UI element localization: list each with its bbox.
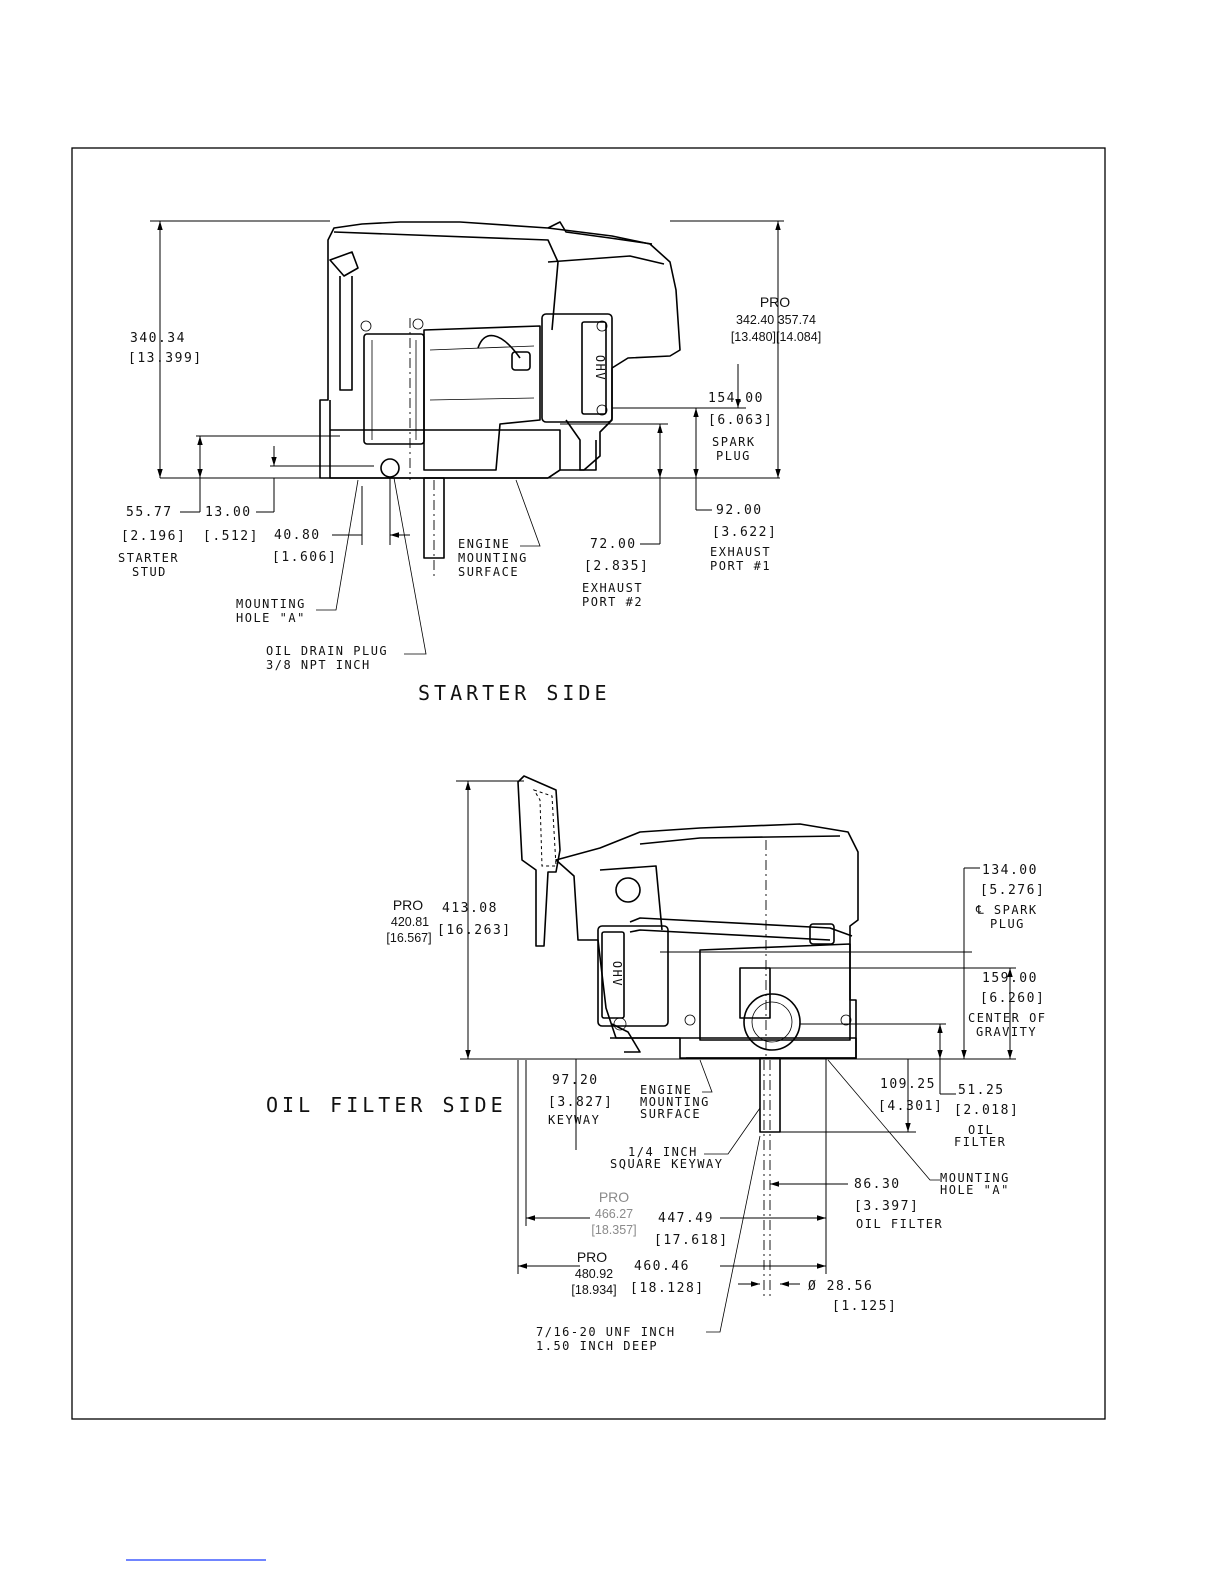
filter-thread-1: 7/16-20 UNF INCH	[536, 1325, 676, 1339]
starter-stud-dim: 55.77	[126, 505, 173, 520]
filter-spark-cl-label-1: ℄ SPARK	[975, 903, 1038, 917]
starter-spark-label-2: PLUG	[716, 449, 751, 463]
filter-overall-height-in: [16.263]	[437, 923, 512, 938]
starter-stud-label-1: STARTER	[118, 551, 179, 565]
filter-cog-dim-in: [6.260]	[980, 991, 1045, 1006]
filter-pro-width1-label: PRO	[599, 1189, 629, 1205]
starter-mount-surface-2: MOUNTING	[458, 551, 528, 565]
starter-pro-height: 342.40 357.74	[736, 313, 816, 327]
starter-drain-offset: 40.80	[274, 528, 321, 543]
filter-pro-label: PRO	[393, 897, 423, 913]
filter-cog-label-1: CENTER OF	[968, 1011, 1047, 1025]
starter-side-engine-outline: OHV	[319, 221, 681, 559]
starter-spark-height: 154.00	[708, 391, 764, 406]
starter-mount-hole-1: MOUNTING	[236, 597, 306, 611]
filter-pro-width2: 480.92	[575, 1267, 613, 1281]
filter-pro-width2-in: [18.934]	[571, 1283, 616, 1297]
filter-shaft-dia-in: [1.125]	[832, 1299, 897, 1314]
filter-mount-surface-3: SURFACE	[640, 1107, 701, 1121]
filter-x-dim-in: [3.397]	[854, 1199, 919, 1214]
filter-ohv-badge: OHV	[610, 961, 624, 987]
filter-x-label: OIL FILTER	[856, 1217, 943, 1231]
starter-overall-height: 340.34	[130, 331, 186, 346]
starter-drain-offset-in: [1.606]	[272, 550, 337, 565]
filter-width2: 460.46	[634, 1259, 690, 1274]
filter-offset-dim-in: [2.018]	[954, 1103, 1019, 1118]
filter-shaft-dia: Ø 28.56	[808, 1279, 873, 1294]
filter-spark-cl: 134.00	[982, 863, 1038, 878]
filter-square-keyway-1: 1/4 INCH	[628, 1145, 698, 1159]
starter-spark-height-in: [6.063]	[708, 413, 773, 428]
starter-mount-hole-2: HOLE "A"	[236, 611, 306, 625]
starter-spark-label-1: SPARK	[712, 435, 756, 449]
filter-keyway-dim-in: [3.827]	[548, 1095, 613, 1110]
filter-cog-label-2: GRAVITY	[976, 1025, 1037, 1039]
filter-square-keyway-2: SQUARE KEYWAY	[610, 1157, 723, 1171]
starter-drain-plug-1: OIL DRAIN PLUG	[266, 644, 388, 658]
starter-ohv-badge: OHV	[593, 355, 607, 381]
starter-stud-dim-in: [2.196]	[121, 529, 186, 544]
filter-thread-2: 1.50 INCH DEEP	[536, 1339, 658, 1353]
drawing-frame	[71, 147, 1106, 1420]
filter-overall-height: 413.08	[442, 901, 498, 916]
filter-spark-cl-label-2: PLUG	[990, 917, 1025, 931]
filter-pro-height-in: [16.567]	[386, 931, 431, 945]
filter-x-dim: 86.30	[854, 1177, 901, 1192]
starter-stud-label-2: STUD	[132, 565, 167, 579]
filter-pro-width1: 466.27	[595, 1207, 633, 1221]
starter-exhaust2-dim: 72.00	[590, 537, 637, 552]
starter-mount-offset: 13.00	[205, 505, 252, 520]
starter-mount-surface-1: ENGINE	[458, 537, 510, 551]
filter-pro-width2-label: PRO	[577, 1249, 607, 1265]
starter-overall-height-in: [13.399]	[128, 351, 203, 366]
starter-side-title: STARTER SIDE	[418, 681, 611, 705]
filter-mount-hole-1: MOUNTING	[940, 1171, 1010, 1185]
filter-width1: 447.49	[658, 1211, 714, 1226]
starter-pro-height-in: [13.480][14.084]	[731, 330, 821, 344]
filter-height-dim: 109.25	[880, 1077, 936, 1092]
filter-pro-height: 420.81	[391, 915, 429, 929]
starter-exhaust1-label-1: EXHAUST	[710, 545, 771, 559]
filter-offset-dim: 51.25	[958, 1083, 1005, 1098]
starter-side-view: OHV 340.34 [13.399] PRO	[118, 220, 821, 705]
starter-exhaust1-label-2: PORT #1	[710, 559, 771, 573]
starter-exhaust1-dim: 92.00	[716, 503, 763, 518]
filter-mount-surface-2: MOUNTING	[640, 1095, 710, 1109]
starter-exhaust1-dim-in: [3.622]	[712, 525, 777, 540]
filter-pro-width1-in: [18.357]	[591, 1223, 636, 1237]
starter-pro-label: PRO	[760, 294, 790, 310]
starter-mount-surface-3: SURFACE	[458, 565, 519, 579]
filter-height-dim-in: [4.301]	[878, 1099, 943, 1114]
filter-width1-in: [17.618]	[654, 1233, 729, 1248]
starter-exhaust2-label-2: PORT #2	[582, 595, 643, 609]
starter-exhaust2-label-1: EXHAUST	[582, 581, 643, 595]
starter-mount-offset-in: [.512]	[203, 529, 259, 544]
filter-spark-cl-in: [5.276]	[980, 883, 1045, 898]
filter-cog-dim: 159.00	[982, 971, 1038, 986]
starter-drain-plug-2: 3/8 NPT INCH	[266, 658, 371, 672]
filter-oil-label-1: OIL	[968, 1123, 994, 1137]
filter-oil-label-2: FILTER	[954, 1135, 1006, 1149]
filter-mount-hole-2: HOLE "A"	[940, 1183, 1010, 1197]
filter-keyway-label: KEYWAY	[548, 1113, 600, 1127]
oil-filter-side-title: OIL FILTER SIDE	[266, 1093, 507, 1117]
filter-mount-surface-1: ENGINE	[640, 1083, 692, 1097]
oil-filter-side-engine-outline: OHV	[517, 775, 859, 1133]
filter-keyway-dim: 97.20	[552, 1073, 599, 1088]
oil-filter-side-view: OHV	[266, 775, 1047, 1353]
filter-width2-in: [18.128]	[630, 1281, 705, 1296]
starter-exhaust2-dim-in: [2.835]	[584, 559, 649, 574]
